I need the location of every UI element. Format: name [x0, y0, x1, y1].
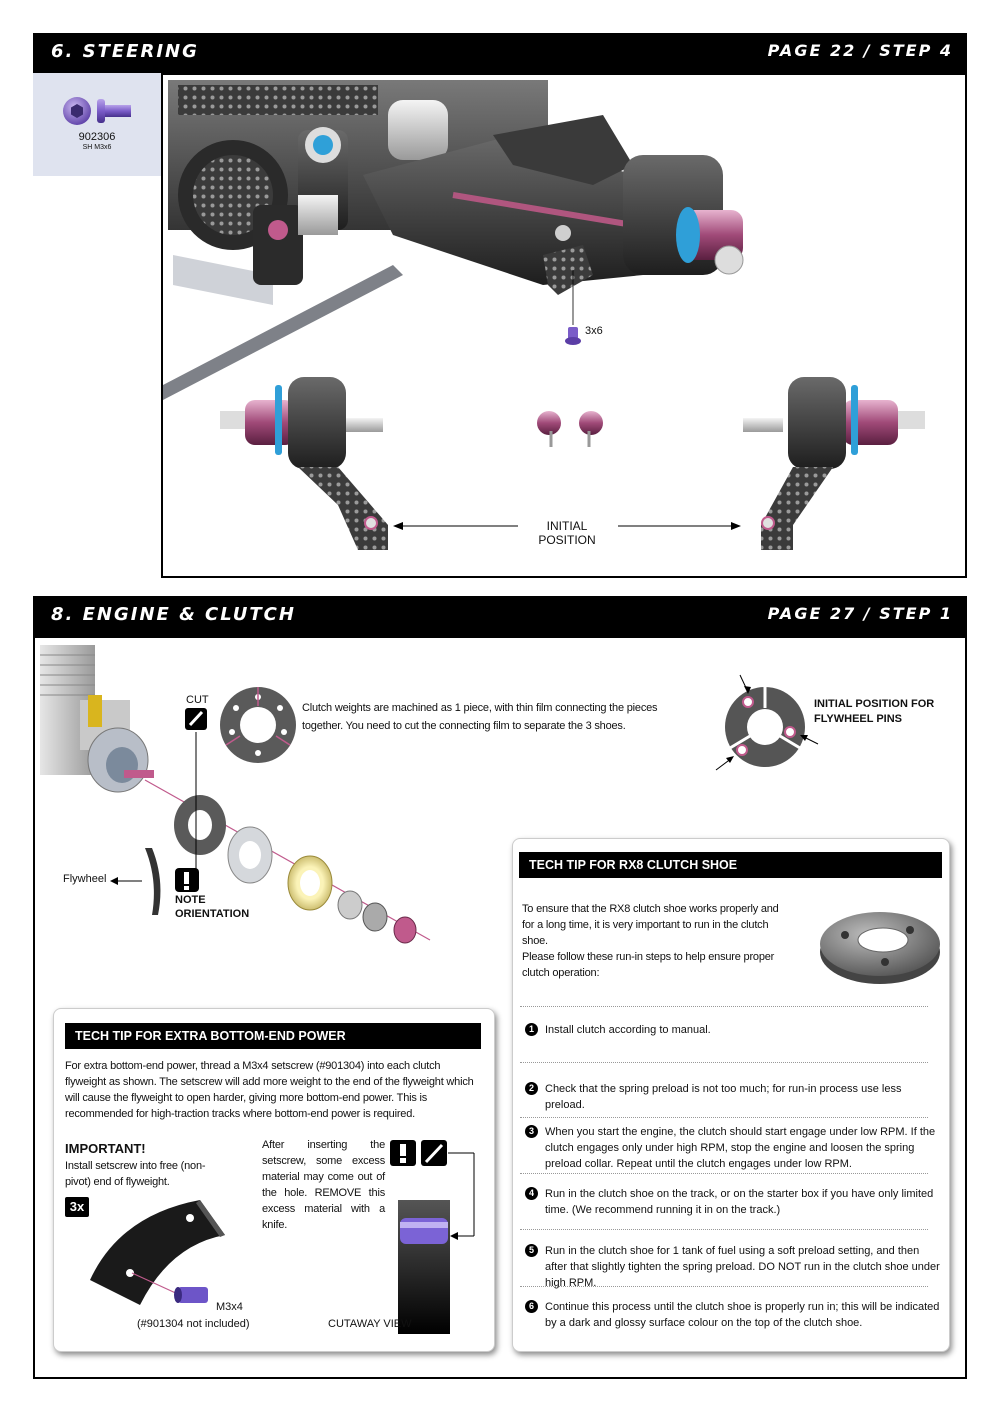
clutch-machining-note: Clutch weights are machined as 1 piece, …: [302, 698, 687, 734]
important-title: IMPORTANT!: [65, 1141, 146, 1156]
step-text: When you start the engine, the clutch sh…: [545, 1126, 936, 1170]
page-reference: PAGE 27 / STEP 1: [767, 604, 953, 623]
step-text: Check that the spring preload is not too…: [545, 1083, 902, 1111]
section-title: 6. STEERING: [51, 41, 199, 62]
note-orientation-label: NOTE ORIENTATION: [175, 894, 250, 920]
part-number: 902306: [78, 131, 116, 143]
divider: [520, 1006, 928, 1007]
step-number: 3: [525, 1125, 538, 1138]
clutch-exploded-illustration: [40, 645, 431, 944]
step-number: 5: [525, 1244, 538, 1257]
steering-frame: [161, 73, 967, 578]
flywheel-pins-label: INITIAL POSITION FOR FLYWHEEL PINS: [814, 698, 935, 725]
flyweight-illustration: [90, 1200, 225, 1305]
tech-tip-clutch-header: TECH TIP FOR RX8 CLUTCH SHOE: [519, 852, 942, 878]
cutaway-illustration: [390, 1140, 475, 1334]
divider: [520, 1173, 928, 1174]
page-reference: PAGE 22 / STEP 4: [767, 41, 953, 60]
step-text: Continue this process until the clutch s…: [545, 1301, 940, 1329]
clutch-machining-text: Clutch weights are machined as 1 piece, …: [302, 702, 658, 732]
parts-box: 902306 SH M3x6: [33, 73, 161, 176]
steering-assembly-illustration: [163, 80, 925, 550]
divider: [520, 1117, 928, 1118]
screw-size-label: 3x6: [585, 325, 603, 337]
tech-tip-bottom-end-header: TECH TIP FOR EXTRA BOTTOM-END POWER: [65, 1023, 481, 1049]
divider: [520, 1062, 928, 1063]
flywheel-pins-diagram: [715, 674, 819, 771]
clutch-shoe-photo: [820, 912, 940, 984]
setscrew-size: M3x4: [216, 1301, 243, 1313]
engine-clutch-frame: [33, 636, 967, 1379]
step-text: Run in the clutch shoe for 1 tank of fue…: [545, 1245, 940, 1289]
section-title: 8. ENGINE & CLUTCH: [51, 604, 296, 625]
tech-tip-clutch-intro-1: To ensure that the RX8 clutch shoe works…: [522, 903, 779, 947]
setscrew-not-included: (#901304 not included): [137, 1318, 250, 1330]
step-text: Install clutch according to manual.: [545, 1024, 711, 1036]
part-description: SH M3x6: [82, 144, 112, 151]
section-header-engine-clutch: 8. ENGINE & CLUTCH PAGE 27 / STEP 1: [33, 596, 967, 636]
step-text: Run in the clutch shoe on the track, or …: [545, 1188, 934, 1216]
section-header-steering: 6. STEERING PAGE 22 / STEP 4: [33, 33, 967, 73]
divider: [520, 1286, 928, 1287]
important-body: Install setscrew into free (non-pivot) e…: [65, 1160, 206, 1188]
initial-position-label: INITIAL POSITION: [520, 519, 614, 547]
cut-label: CUT: [186, 694, 209, 706]
after-insert-note: After inserting the setscrew, some exces…: [262, 1139, 385, 1231]
step-number: 1: [525, 1023, 538, 1036]
step-number: 2: [525, 1082, 538, 1095]
step-number: 6: [525, 1300, 538, 1313]
tech-tip-bottom-end-body: For extra bottom-end power, thread a M3x…: [65, 1060, 474, 1120]
divider: [520, 1229, 928, 1230]
screw-icon: [63, 97, 131, 125]
quantity-badge: 3x: [65, 1197, 89, 1217]
flywheel-label: Flywheel: [63, 873, 107, 885]
tech-tip-clutch-intro-2: Please follow these run-in steps to help…: [522, 951, 775, 979]
step-number: 4: [525, 1187, 538, 1200]
cutaway-label: CUTAWAY VIEW: [328, 1318, 412, 1330]
